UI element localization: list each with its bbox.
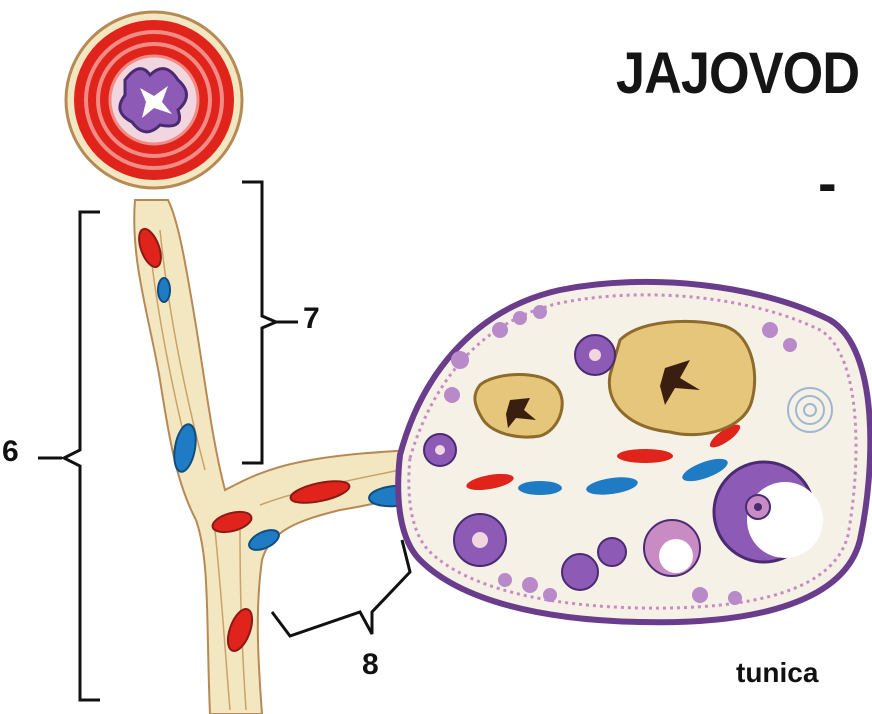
bracket-6 (38, 212, 100, 700)
label-6: 6 (2, 435, 19, 469)
diagram-title: JAJOVOD (616, 40, 859, 107)
ovary (398, 282, 870, 622)
oviduct-cross-section (66, 12, 242, 188)
label-7: 7 (303, 302, 320, 336)
tunica-label: tunica (736, 657, 818, 689)
bracket-8 (272, 540, 410, 636)
bracket-7 (242, 182, 298, 463)
label-8: 8 (362, 648, 379, 682)
subtitle-dash: - (818, 150, 837, 215)
